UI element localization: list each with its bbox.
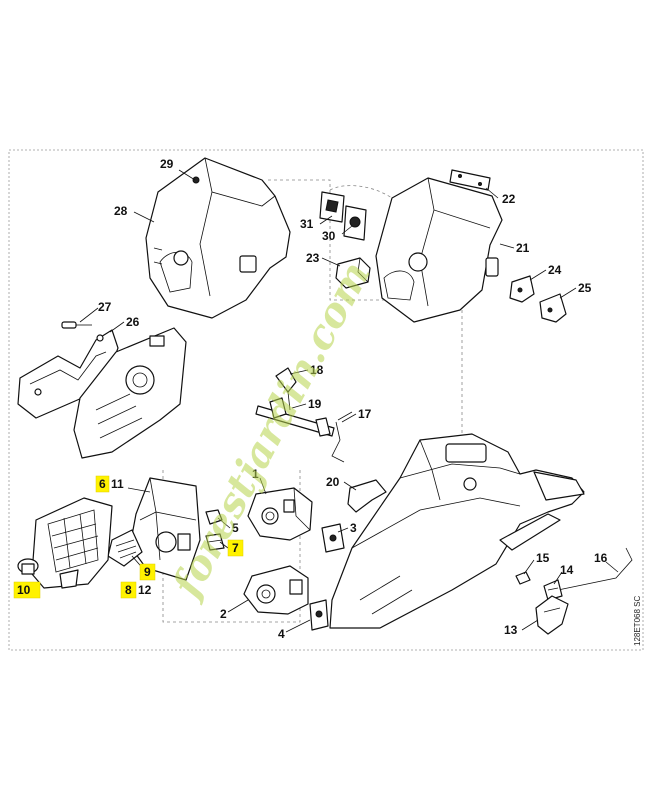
- callout-6: 6: [99, 477, 106, 491]
- part-13-trigger: [535, 595, 569, 635]
- leader-lines: [79, 169, 619, 633]
- part-4-gasket: [309, 599, 329, 631]
- callout-7: 7: [232, 541, 239, 555]
- callout-27: 27: [98, 300, 112, 314]
- part-23-knob: [335, 257, 371, 289]
- part-11-filter-housing: [129, 477, 201, 581]
- callout-30: 30: [322, 229, 336, 243]
- callout-20: 20: [326, 475, 340, 489]
- part-8-cover: [31, 497, 113, 589]
- callout-3: 3: [350, 521, 357, 535]
- part-25-bracket: [539, 293, 567, 323]
- callout-14: 14: [560, 563, 574, 577]
- callout-31: 31: [300, 217, 314, 231]
- callout-11: 11: [111, 477, 124, 491]
- callout-labels: 29 28 22 31 30 21 23 24 25 27 26 18 19 1…: [17, 157, 608, 641]
- callout-17: 17: [358, 407, 372, 421]
- part-main-body: [329, 433, 585, 629]
- part-housing-plate: [73, 327, 187, 459]
- part-31-label: [319, 191, 345, 223]
- callout-15: 15: [536, 551, 550, 565]
- part-20-lever: [347, 479, 387, 513]
- assembly-guides: [162, 179, 463, 623]
- drawing-code: 128ET068 SC: [633, 596, 642, 646]
- part-7-sleeve: [205, 533, 225, 551]
- callout-1: 1: [252, 467, 259, 481]
- part-15-pin: [515, 571, 531, 585]
- part-26-gasket: [17, 329, 119, 419]
- callout-4: 4: [278, 627, 285, 641]
- callout-13: 13: [504, 623, 518, 637]
- callout-23: 23: [306, 251, 320, 265]
- callout-2: 2: [220, 607, 227, 621]
- shroud-right: [375, 177, 503, 323]
- callout-22: 22: [502, 192, 516, 206]
- shroud-left: [145, 157, 291, 319]
- callout-9: 9: [144, 565, 151, 579]
- callout-16: 16: [594, 551, 608, 565]
- callout-25: 25: [578, 281, 592, 295]
- callout-21: 21: [516, 241, 530, 255]
- callout-26: 26: [126, 315, 140, 329]
- part-5-nut: [205, 509, 223, 525]
- callout-10: 10: [17, 583, 31, 597]
- callout-29: 29: [160, 157, 174, 171]
- part-2-carburetor: [243, 565, 309, 615]
- callout-8: 8: [125, 583, 132, 597]
- part-30-label: [343, 205, 367, 241]
- callout-19: 19: [308, 397, 322, 411]
- part-19-shaft: [255, 397, 335, 437]
- part-27-screw: [61, 321, 92, 329]
- callout-highlights: [13, 475, 244, 599]
- part-24-bracket: [509, 275, 535, 303]
- part-3-gasket: [321, 523, 345, 553]
- part-17-rod: [331, 411, 353, 463]
- part-1-carburetor: [247, 487, 313, 541]
- callout-12: 12: [138, 583, 152, 597]
- callout-28: 28: [114, 204, 128, 218]
- part-16-rod: [557, 547, 633, 591]
- callout-24: 24: [548, 263, 562, 277]
- part-14-spring: [543, 579, 563, 601]
- diagram-frame: [8, 149, 644, 651]
- callout-5: 5: [232, 521, 239, 535]
- callout-18: 18: [310, 363, 324, 377]
- part-10-knob: [17, 558, 39, 575]
